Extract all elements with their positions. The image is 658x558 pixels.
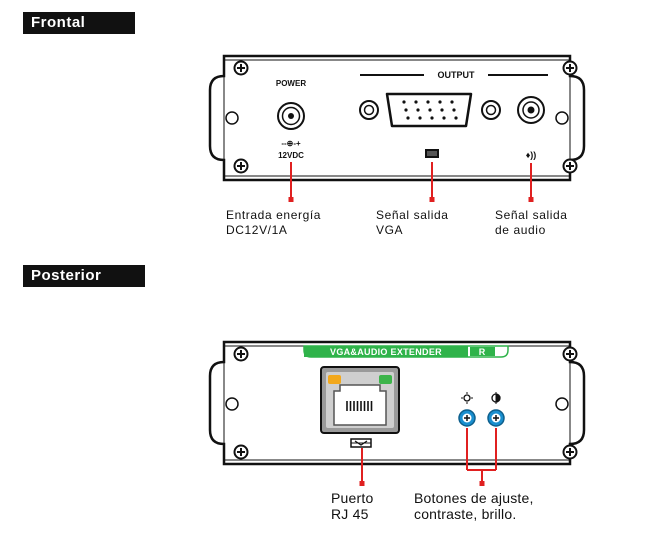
- monitor-icon: [425, 149, 439, 158]
- mount-hole-left: [225, 397, 239, 411]
- front-callout-lines: [288, 162, 534, 202]
- front-panel: POWER --⊕-+ 12VDC OUTPUT: [208, 54, 586, 182]
- callout-vga-line2: VGA: [376, 223, 404, 237]
- screw-icon: [233, 60, 249, 76]
- back-section-title: Posterior: [23, 265, 145, 287]
- polarity-symbol: --⊕-+: [281, 139, 301, 148]
- vga-thumbscrew-right: [481, 100, 501, 120]
- activity-led: [379, 375, 392, 384]
- banner-suffix: R: [479, 347, 486, 357]
- screw-icon: [233, 444, 249, 460]
- callout-power-line2: DC12V/1A: [226, 223, 288, 237]
- output-label: OUTPUT: [438, 70, 476, 80]
- rj45-port: [320, 366, 400, 434]
- contrast-knob: [487, 409, 505, 427]
- banner-label: VGA&AUDIO EXTENDER: [330, 347, 442, 357]
- network-icon: [350, 438, 372, 448]
- link-led: [328, 375, 341, 384]
- brightness-knob: [458, 409, 476, 427]
- mount-hole-left: [225, 111, 239, 125]
- screw-icon: [562, 346, 578, 362]
- dc-power-jack: [277, 102, 305, 130]
- screw-icon: [562, 444, 578, 460]
- screw-icon: [562, 158, 578, 174]
- callout-power: Entrada energía DC12V/1A: [226, 208, 321, 238]
- contrast-icon: [491, 392, 501, 404]
- vga-thumbscrew-left: [359, 100, 379, 120]
- audio-out-jack: [517, 96, 545, 124]
- callout-vga: Señal salida VGA: [376, 208, 449, 238]
- callout-audio-line1: Señal salida: [495, 208, 568, 222]
- callout-power-line1: Entrada energía: [226, 208, 322, 222]
- speaker-icon: ♦)): [526, 150, 537, 160]
- callout-audio-line2: de audio: [495, 223, 546, 237]
- callout-rj45-line1: Puerto: [331, 490, 374, 506]
- model-banner: [303, 345, 509, 358]
- screw-icon: [562, 60, 578, 76]
- screw-icon: [233, 158, 249, 174]
- callout-vga-line1: Señal salida: [376, 208, 449, 222]
- callout-rj45: Puerto RJ 45: [331, 490, 373, 522]
- screw-icon: [233, 346, 249, 362]
- callout-buttons-line2: contraste, brillo.: [414, 506, 517, 522]
- callout-audio: Señal salida de audio: [495, 208, 568, 238]
- vga-port: [385, 92, 473, 128]
- callout-rj45-line2: RJ 45: [331, 506, 369, 522]
- front-section-title: Frontal: [23, 12, 135, 34]
- power-label: POWER: [276, 79, 306, 88]
- back-panel: VGA&AUDIO EXTENDER R: [208, 340, 586, 466]
- mount-hole-right: [555, 397, 569, 411]
- callout-buttons: Botones de ajuste, contraste, brillo.: [414, 490, 534, 522]
- callout-buttons-line1: Botones de ajuste,: [414, 490, 534, 506]
- mount-hole-right: [555, 111, 569, 125]
- brightness-icon: [461, 392, 473, 404]
- voltage-label: 12VDC: [278, 151, 304, 160]
- back-callout-lines: [359, 428, 497, 486]
